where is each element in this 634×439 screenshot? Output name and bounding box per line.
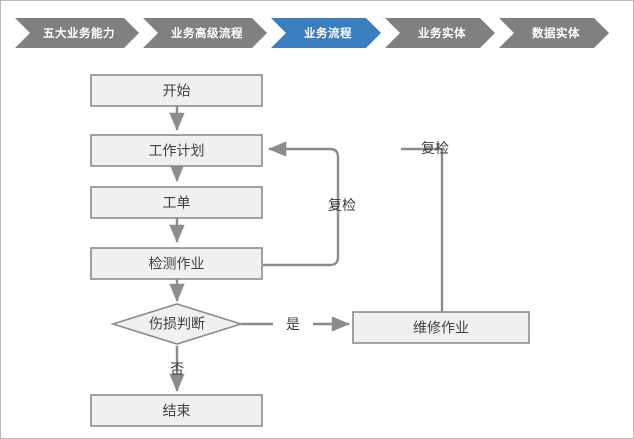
- node-start-label: 开始: [163, 84, 191, 100]
- node-work-order[interactable]: [90, 186, 263, 219]
- node-damage-decision-label: 伤损判断: [149, 317, 205, 333]
- connector-inspection-recheck-to-work-plan: [263, 141, 340, 267]
- breadcrumb-item-label: 业务实体: [418, 26, 466, 40]
- breadcrumb-item-4[interactable]: 数据实体: [499, 18, 609, 48]
- node-repair-task-label: 维修作业: [413, 321, 469, 337]
- edge-label-no: 否: [170, 362, 184, 378]
- node-damage-decision[interactable]: [110, 303, 244, 345]
- breadcrumb-item-2[interactable]: 业务流程: [271, 18, 381, 48]
- node-end[interactable]: [90, 394, 263, 427]
- breadcrumb-item-label: 业务高级流程: [171, 26, 243, 40]
- node-end-label: 结束: [163, 404, 191, 420]
- breadcrumb: 五大业务能力 业务高级流程 业务流程 业务实体 数据实体: [15, 18, 613, 48]
- node-inspection-task[interactable]: [90, 247, 263, 280]
- breadcrumb-item-0[interactable]: 五大业务能力: [15, 18, 139, 48]
- node-work-plan[interactable]: [90, 134, 263, 167]
- edge-label-yes: 是: [286, 317, 300, 333]
- node-work-plan-label: 工作计划: [149, 144, 205, 160]
- breadcrumb-item-3[interactable]: 业务实体: [385, 18, 495, 48]
- edge-label-recheck-inner: 复检: [328, 197, 356, 214]
- breadcrumb-item-label: 业务流程: [304, 26, 352, 40]
- breadcrumb-item-label: 数据实体: [532, 26, 580, 40]
- node-repair-task[interactable]: [352, 311, 530, 344]
- breadcrumb-item-label: 五大业务能力: [43, 26, 115, 40]
- node-work-order-label: 工单: [163, 196, 191, 212]
- node-inspection-task-label: 检测作业: [149, 257, 205, 273]
- breadcrumb-item-1[interactable]: 业务高级流程: [143, 18, 267, 48]
- edge-label-recheck-outer: 复检: [421, 140, 449, 157]
- connector-repair-recheck-to-work-plan: [401, 147, 444, 312]
- node-start[interactable]: [90, 74, 263, 107]
